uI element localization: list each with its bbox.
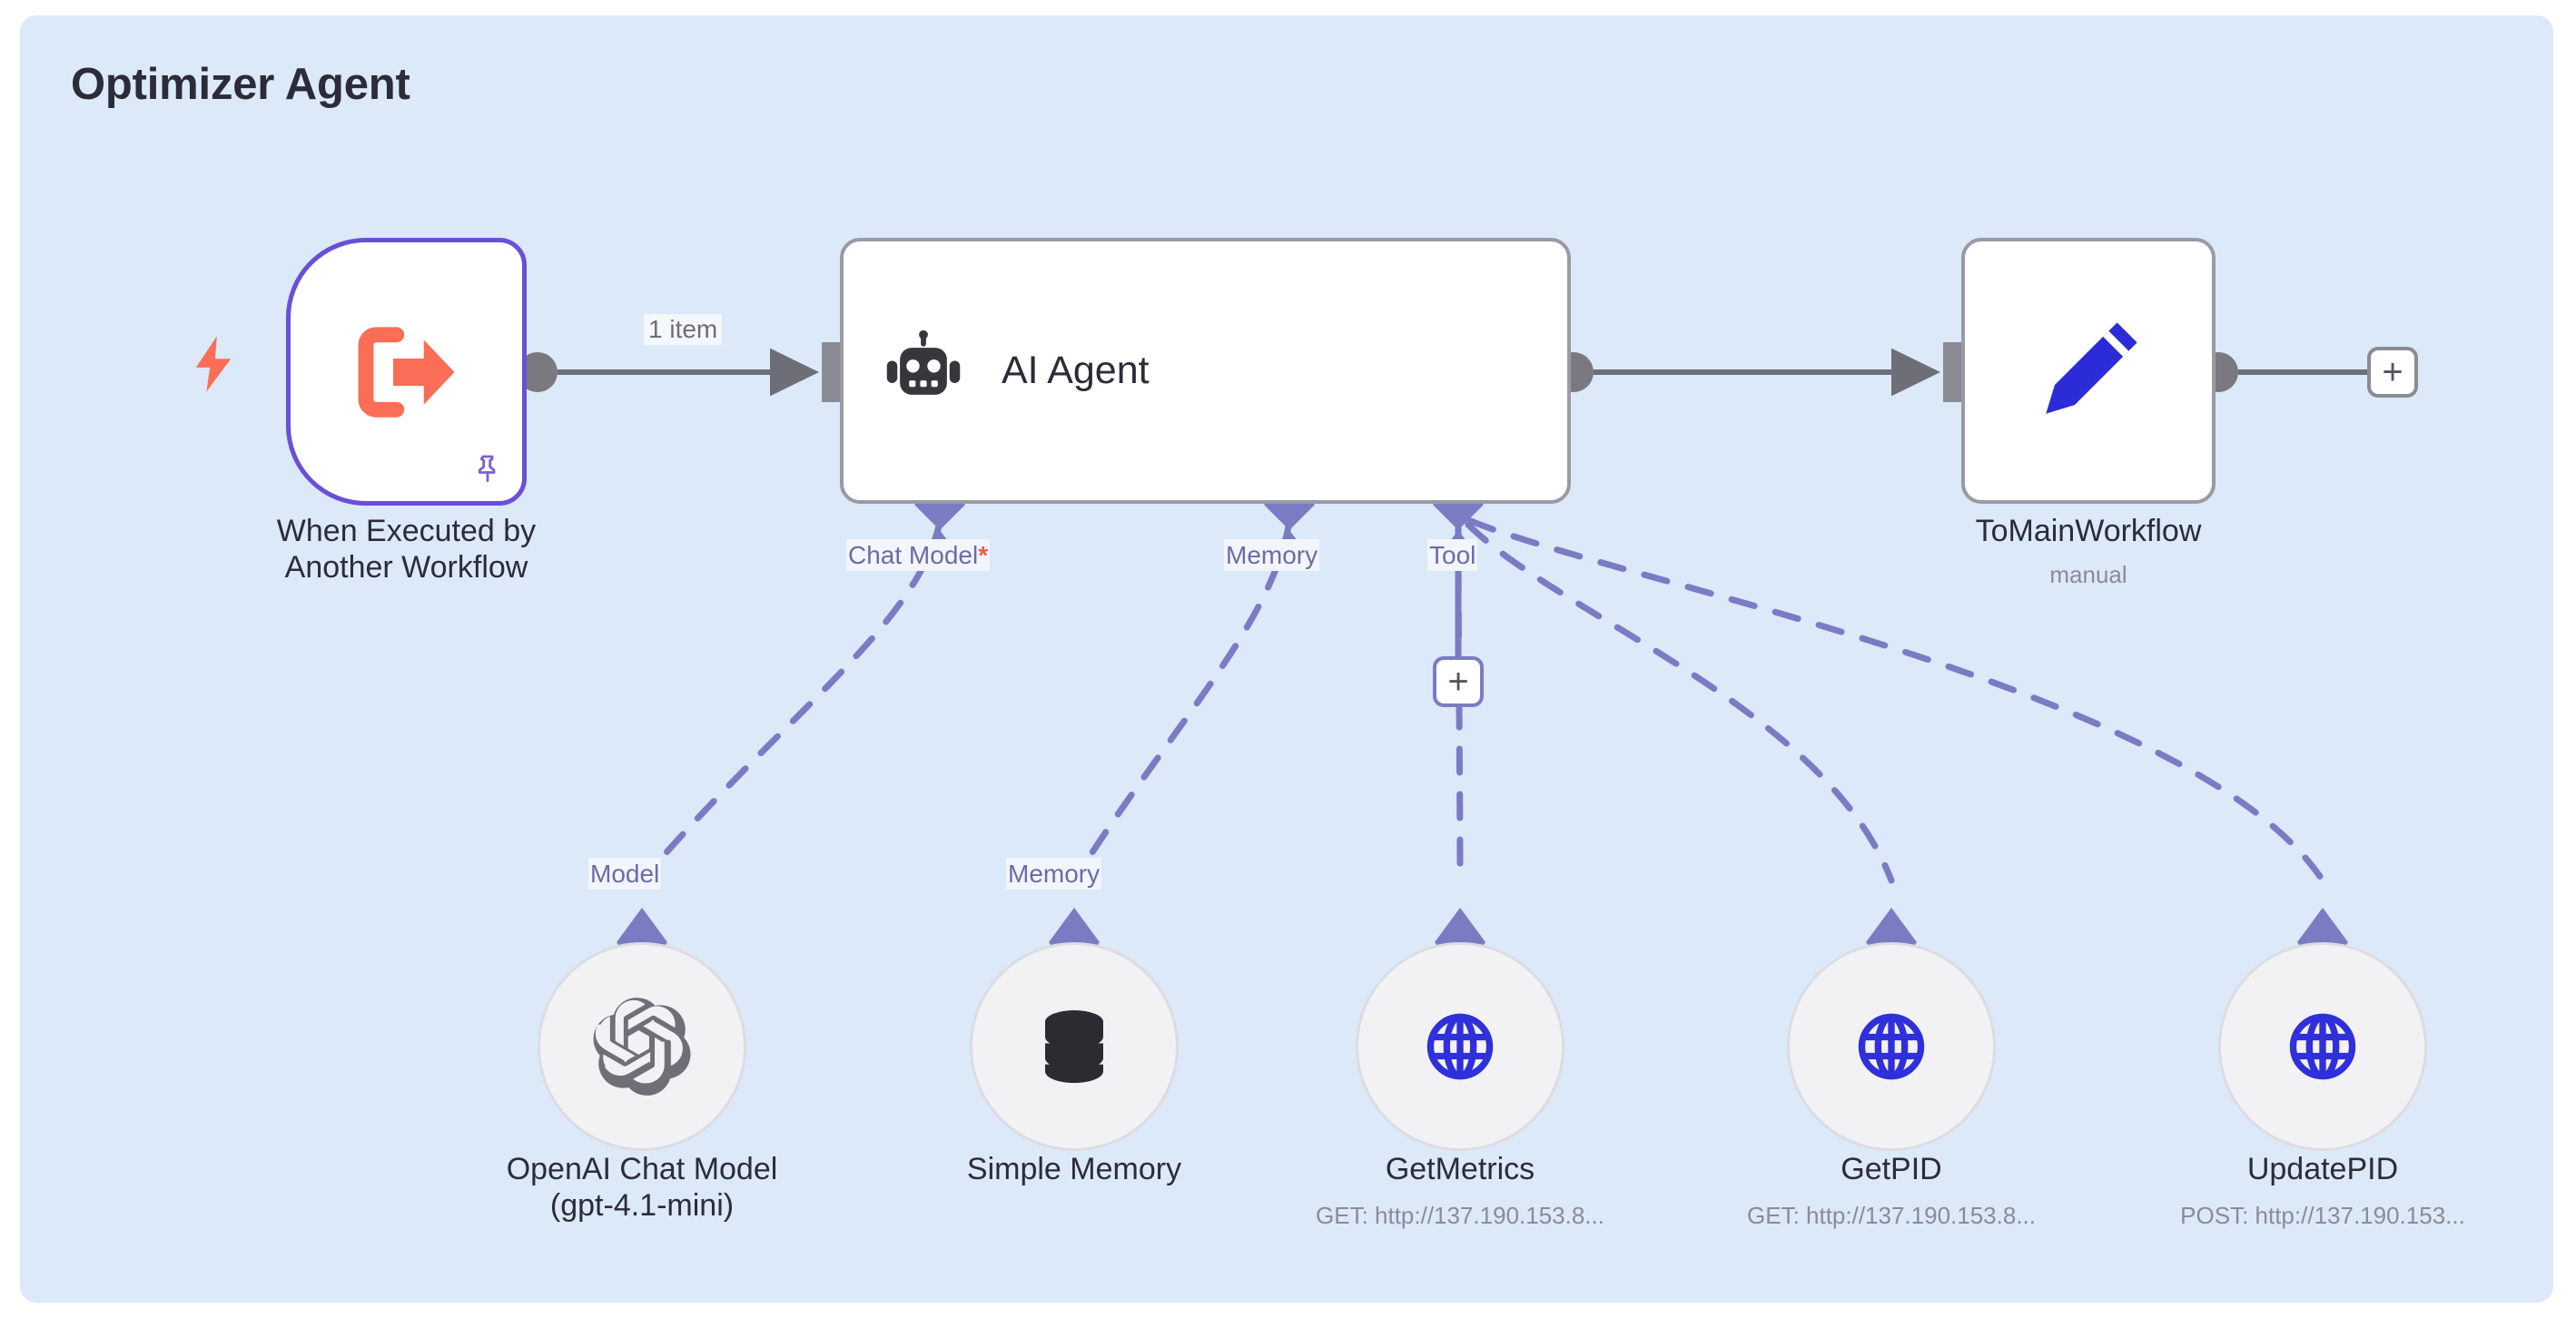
node-label-getpid: GetPID [1841,1152,1942,1186]
node-subtitle-updatepid: POST: http://137.190.153... [2180,1202,2465,1229]
port-label-memory-sub: Memory [1006,858,1102,890]
pin-icon [478,455,496,483]
page-title: Optimizer Agent [71,60,410,109]
node-label-tomainworkflow: ToMainWorkflow [1975,514,2202,548]
add-tool-button[interactable]: + [1433,656,1484,707]
pencil-icon [2046,321,2137,414]
node-label-updatepid: UpdatePID [2246,1152,2399,1186]
node-label-openai-chat-model: OpenAI Chat Model (gpt-4.1-mini) [506,1152,778,1224]
globe-icon [2289,1013,2356,1080]
node-subtitle-tomainworkflow: manual [2049,561,2127,588]
port-label-memory: Memory [1224,539,1320,571]
database-icon [1045,1010,1103,1083]
node-label-ai-agent: AI Agent [1002,349,1150,392]
node-updatepid[interactable] [2218,942,2427,1151]
add-node-button[interactable]: + [2367,347,2418,398]
port-label-chat-model: Chat Model* [846,539,991,571]
node-subtitle-getmetrics: GET: http://137.190.153.8... [1316,1202,1604,1229]
node-ai-agent[interactable]: AI Agent [840,238,1571,504]
port-label-tool: Tool [1427,539,1478,571]
openai-icon [593,998,691,1096]
port-label-model: Model [588,858,662,890]
robot-icon [886,330,961,395]
node-getmetrics[interactable] [1356,942,1564,1151]
node-subtitle-getpid: GET: http://137.190.153.8... [1747,1202,2036,1229]
sticky-note-panel[interactable]: Optimizer Agent [20,15,2553,1303]
globe-icon [1426,1013,1494,1080]
node-label-trigger: When Executed by Another Workflow [276,514,537,585]
node-tomainworkflow[interactable] [1961,238,2216,504]
node-simple-memory[interactable] [970,942,1179,1151]
node-when-executed-by-another-workflow[interactable] [286,238,527,506]
lightning-bolt-icon [195,336,232,392]
node-label-getmetrics: GetMetrics [1385,1152,1535,1186]
globe-icon [1858,1013,1925,1080]
execute-workflow-trigger-icon [358,326,454,418]
node-openai-chat-model[interactable] [538,942,746,1151]
node-label-simple-memory: Simple Memory [966,1152,1182,1186]
node-getpid[interactable] [1787,942,1996,1151]
connection-item-count: 1 item [644,314,723,345]
